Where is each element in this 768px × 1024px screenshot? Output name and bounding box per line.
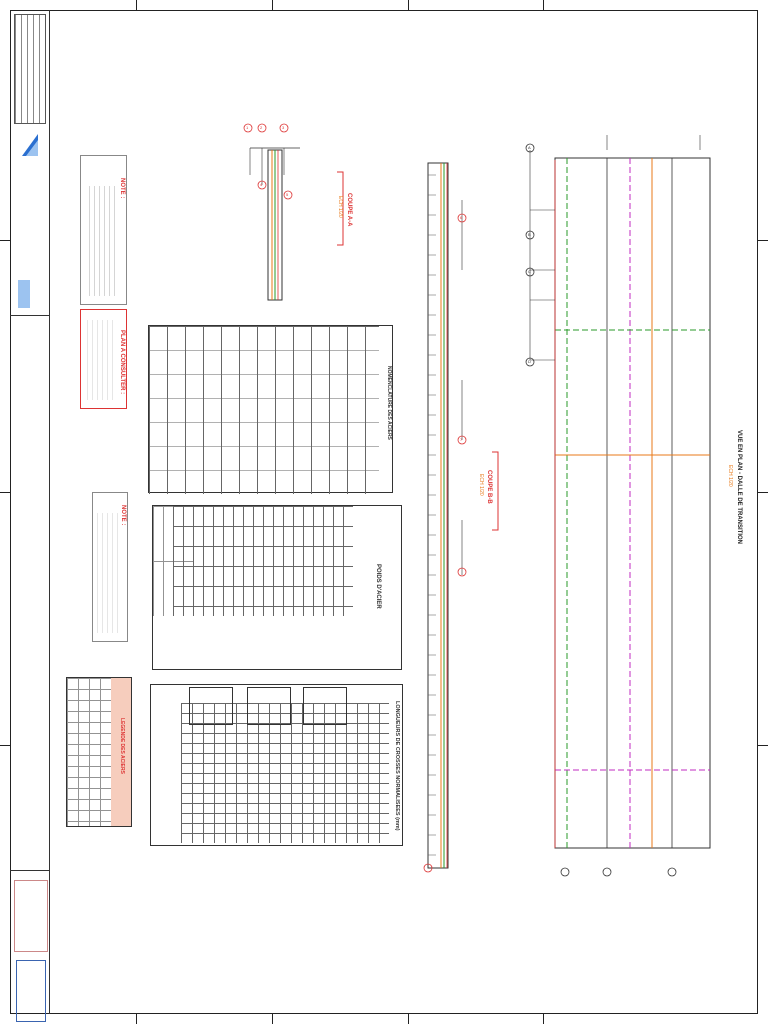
marker-4: 4 — [260, 182, 263, 187]
title-block-revisions — [14, 14, 46, 124]
steel-weight-grid — [173, 506, 353, 616]
hook-detail-2 — [247, 687, 291, 725]
border-tick — [272, 0, 273, 10]
section-bb-scale: ECH 1/20 — [478, 474, 484, 496]
legend-header-band — [111, 678, 131, 826]
hook-length-table: LONGUEURS DE CROSSES NORMALISEES (mm) — [150, 684, 403, 846]
hook-detail-1 — [189, 687, 233, 725]
section-bb-title: COUPE B-B — [486, 470, 492, 504]
notes-lines-2 — [97, 513, 121, 633]
steel-weight-table: POIDS D'ACIER — [152, 505, 402, 670]
plan-view-scale: ECH 1/20 — [727, 465, 733, 487]
border-tick — [0, 492, 10, 493]
border-tick — [758, 492, 768, 493]
title-block-company-logo — [18, 280, 30, 308]
section-aa-title: COUPE A-A — [346, 193, 352, 227]
plan-view-title: VUE EN PLAN - DALLE DE TRANSITION — [736, 430, 742, 545]
plan-consult-box: PLAN A CONSULTER : — [80, 309, 127, 409]
drawing-sheet-frame — [10, 10, 758, 1014]
border-tick — [408, 0, 409, 10]
notes-lines — [89, 186, 115, 296]
border-tick — [136, 1014, 137, 1024]
rebar-schedule-table: NOMENCLATURE DES ACIERS — [148, 325, 393, 494]
border-tick — [136, 0, 137, 10]
title-block-sheet-id — [16, 960, 46, 1022]
border-tick — [758, 745, 768, 746]
title-block-divider — [10, 315, 50, 316]
border-tick — [0, 745, 10, 746]
border-tick — [0, 240, 10, 241]
rebar-schedule-rows — [149, 326, 379, 494]
border-tick — [543, 0, 544, 10]
section-aa-scale: ECH 1/20 — [337, 196, 343, 218]
border-tick — [758, 240, 768, 241]
marker-c: C — [528, 269, 531, 274]
steel-weight-summary — [153, 506, 193, 616]
plan-consult-lines — [87, 320, 117, 400]
title-block-pink-band — [14, 880, 48, 952]
notes-box-1: NOTE : — [80, 155, 127, 305]
border-tick — [272, 1014, 273, 1024]
border-tick — [408, 1014, 409, 1024]
marker-b: B — [528, 232, 531, 237]
marker-a: A — [528, 145, 531, 150]
notes-box-2: NOTE : — [92, 492, 128, 642]
title-block-divider — [10, 870, 50, 871]
border-tick — [543, 1014, 544, 1024]
legend-table: LEGENDE DES ACIERS — [66, 677, 132, 827]
marker-7: 7 — [460, 437, 463, 442]
logo-mark — [20, 132, 40, 158]
marker-2: 2 — [260, 125, 263, 130]
marker-1: 1 — [246, 125, 249, 130]
hook-length-grid — [181, 703, 389, 843]
marker-3: 3 — [282, 125, 285, 130]
title-block — [10, 10, 50, 1022]
marker-6: 6 — [460, 215, 463, 220]
marker-5: 5 — [286, 192, 289, 197]
legend-grid — [67, 678, 111, 826]
marker-d: D — [528, 359, 531, 364]
hook-detail-3 — [303, 687, 347, 725]
